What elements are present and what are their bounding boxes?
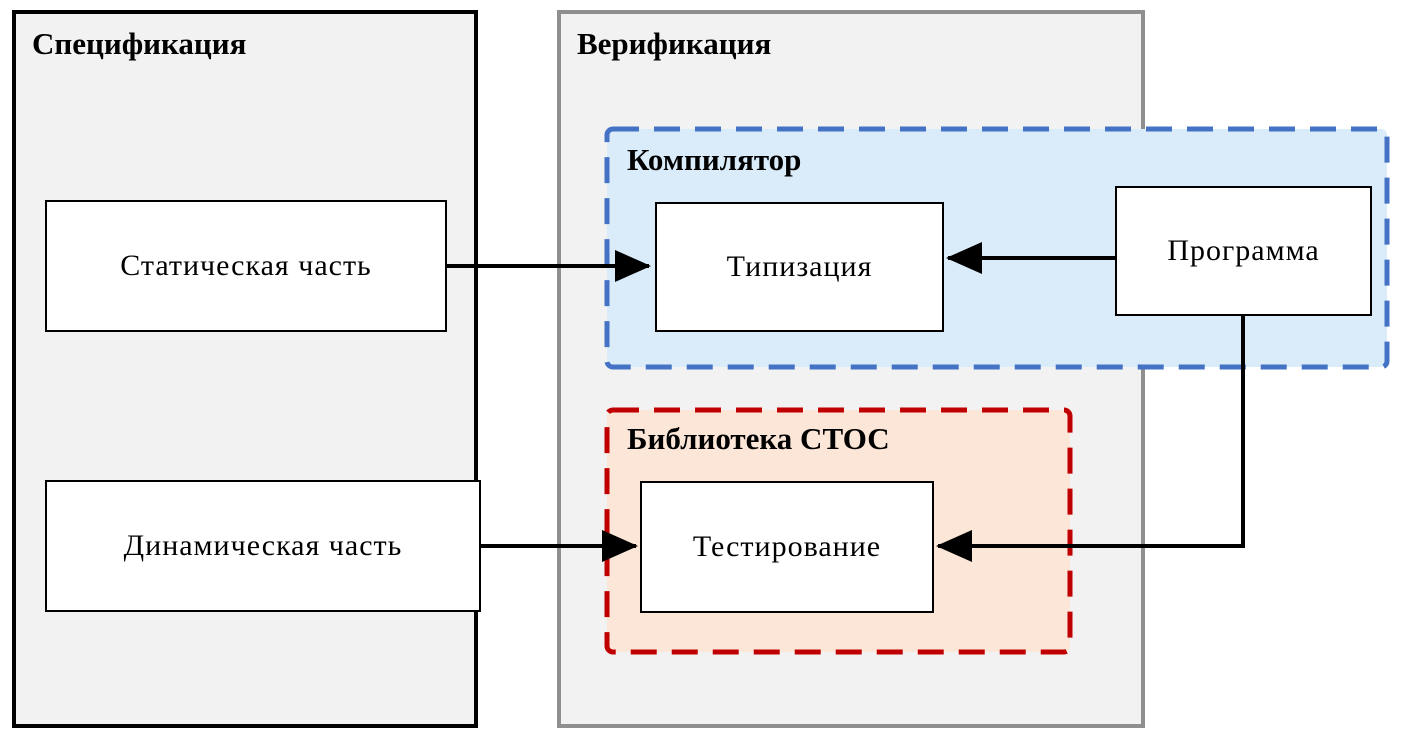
typing-label: Типизация — [726, 250, 873, 283]
static-part-label: Статическая часть — [120, 249, 372, 282]
verification-title: Верификация — [577, 26, 772, 61]
dynamic-part-box: Динамическая часть — [45, 480, 481, 612]
specification-container: Спецификация — [12, 10, 478, 728]
typing-box: Типизация — [655, 202, 944, 332]
dynamic-part-label: Динамическая часть — [123, 529, 403, 562]
static-part-box: Статическая часть — [45, 200, 447, 332]
stos-library-title: Библиотека СТОС — [627, 421, 890, 456]
testing-box: Тестирование — [640, 481, 934, 613]
compiler-title: Компилятор — [627, 142, 802, 177]
specification-title: Спецификация — [32, 26, 247, 61]
testing-label: Тестирование — [692, 530, 882, 563]
program-label: Программа — [1167, 234, 1320, 267]
program-box: Программа — [1115, 186, 1372, 316]
verification-container: Верификация — [557, 10, 1145, 728]
